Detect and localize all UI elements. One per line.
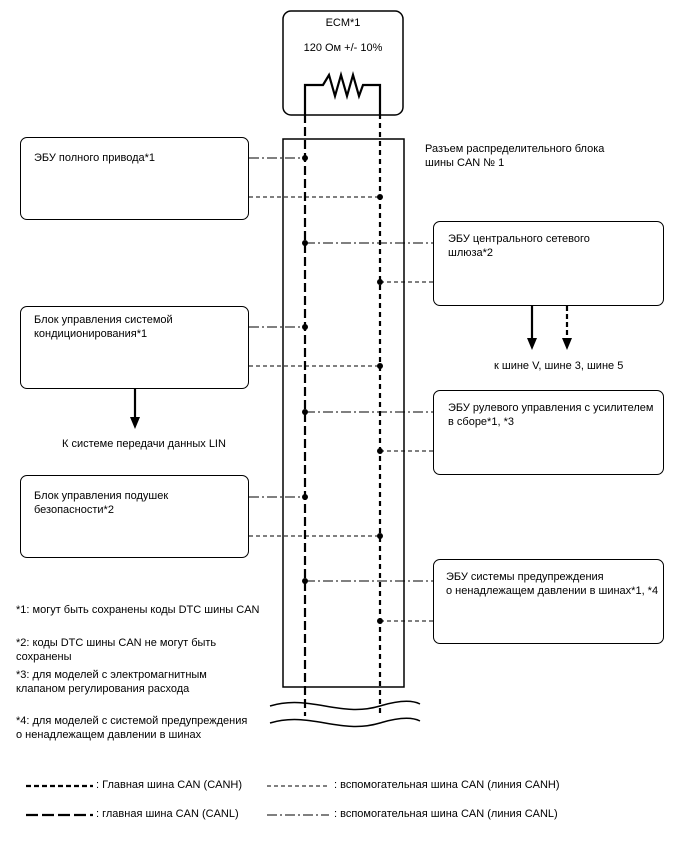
ecu-eps-line1: ЭБУ рулевого управления с усилителем [448,402,654,414]
ecm-title: ECM*1 [325,17,361,29]
note-3-line2: клапаном регулирования расхода [16,683,190,695]
ecu-gateway-line1: ЭБУ центрального сетевого [448,233,590,245]
note-1-line1: *1: могут быть сохранены коды DTC шины C… [16,604,260,616]
junction-label-line1: Разъем распределительного блока [425,143,605,155]
junction-dot [302,409,308,415]
junction-dot [302,240,308,246]
legend-sub-canh-label: : вспомогательная шина CAN (линия CANH) [334,779,560,791]
junction-dot [377,363,383,369]
ecu-awd-line1: ЭБУ полного привода*1 [34,152,156,164]
lin-arrow-head [130,417,140,429]
bus-arrow-label: к шине V, шине 3, шине 5 [494,360,624,372]
ecu-box-awd: ЭБУ полного привода*1 [20,137,249,220]
ecu-box-tpms: ЭБУ системы предупреждения о ненадлежаще… [433,559,664,644]
ecu-gateway-line2: шлюза*2 [448,247,494,259]
ecm-box [282,10,404,116]
note-3-line1: *3: для моделей с электромагнитным [16,669,207,681]
note-2-line2: сохранены [16,651,72,663]
junction-dot [377,448,383,454]
junction-dot [377,618,383,624]
ecu-box-ac: Блок управления системой кондиционирован… [20,306,249,389]
junction-dot [377,194,383,200]
junction-dot [302,155,308,161]
note-2-line1: *2: коды DTC шины CAN не могут быть [16,637,217,649]
ecu-ac-line2: кондиционирования*1 [34,328,148,340]
junction-dot [377,279,383,285]
ecu-ac-line1: Блок управления системой [34,314,173,326]
gateway-arrow-dashed-head [562,338,572,350]
lin-arrow-label: К системе передачи данных LIN [62,438,226,450]
note-4-line2: о ненадлежащем давлении в шинах [16,729,202,741]
ecu-eps-line2: в сборе*1, *3 [448,416,514,428]
ecu-tpms-line2: о ненадлежащем давлении в шинах*1, *4 [446,585,659,597]
ecu-box-eps: ЭБУ рулевого управления с усилителем в с… [433,390,664,475]
ecu-tpms-line1: ЭБУ системы предупреждения [446,571,604,583]
ecm-resistance: 120 Ом +/- 10% [303,42,383,54]
terminating-resistor [303,70,382,114]
break-line-top [269,700,421,711]
legend-main-canh-label: : Главная шина CAN (CANH) [96,779,243,791]
ecu-box-gateway: ЭБУ центрального сетевого шлюза*2 [433,221,664,306]
gateway-arrow-solid-head [527,338,537,350]
junction-dot [302,324,308,330]
ecu-airbag-line1: Блок управления подушек [34,490,169,502]
junction-dot [302,578,308,584]
note-4-line1: *4: для моделей с системой предупреждени… [16,715,248,727]
junction-dot [377,533,383,539]
ecu-airbag-line2: безопасности*2 [34,504,114,516]
junction-connector-box [282,138,405,688]
junction-label-line2: шины CAN № 1 [425,157,505,169]
legend-sub-canl-label: : вспомогательная шина CAN (линия CANL) [334,808,558,820]
break-line-bottom [269,717,421,728]
ecu-box-airbag: Блок управления подушек безопасности*2 [20,475,249,558]
legend-main-canl-label: : главная шина CAN (CANL) [96,808,239,820]
junction-dot [302,494,308,500]
